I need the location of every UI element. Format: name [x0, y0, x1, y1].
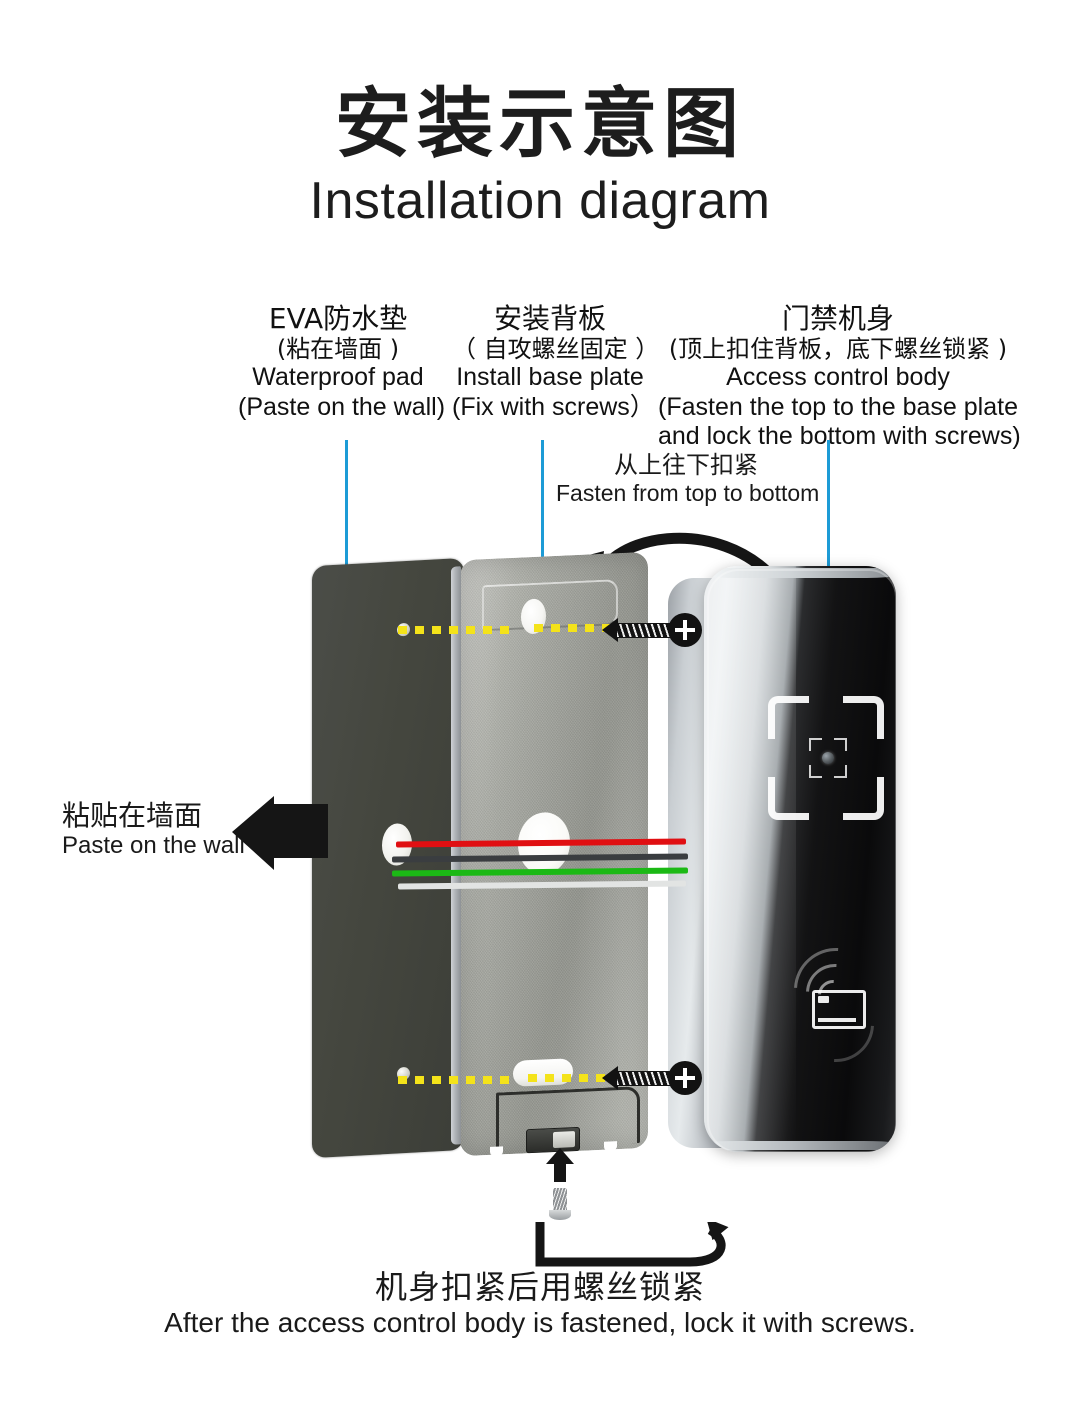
alignment-dash-bottom-right — [528, 1074, 666, 1082]
access-control-body: Access control body — [668, 566, 896, 1158]
camera-tick-bottom-right — [834, 765, 847, 778]
bottom-caption: 机身扣紧后用螺丝锁紧 After the access control body… — [0, 1268, 1080, 1340]
bottom-locking-screw-group: Locking screw — [486, 1148, 756, 1272]
screw-threads-top — [617, 624, 681, 637]
callout-body-en-1: Access control body — [726, 363, 950, 392]
callout-body-en-2: (Fasten the top to the base plate — [658, 392, 1018, 421]
callout-base-plate: 安装背板 （ 自攻螺丝固定 ） Install base plate (Fix … — [452, 302, 660, 422]
note-wall-en: Paste on the wall — [62, 831, 245, 859]
rfid-card-chip — [818, 996, 829, 1003]
qr-scanner-frame-icon — [768, 696, 884, 820]
callout-body-en-3: and lock the bottom with screws) — [658, 422, 1021, 451]
page-title-cn: 安装示意图 — [335, 79, 745, 168]
callout-pad-cn-sub: (粘在墙面 ) — [276, 335, 400, 364]
leader-line-plate — [541, 440, 544, 574]
screw-threads-bottom — [617, 1072, 681, 1085]
screw-shaft-top — [616, 623, 682, 638]
base-plate-label: Install base plate — [460, 560, 461, 561]
rfid-card-icon — [812, 990, 866, 1029]
note-fasten-en: Fasten from top to bottom — [556, 479, 820, 506]
device-front-panel — [704, 566, 896, 1152]
screw-head-bottom — [668, 1061, 702, 1095]
screw-phillips-v-bottom — [683, 1068, 687, 1088]
callout-plate-cn-main: 安装背板 — [493, 302, 606, 335]
self-tapping-screw-bottom-icon: Self-tapping screw — [602, 1061, 702, 1095]
up-arrow-icon — [546, 1148, 574, 1182]
screw-head-top — [668, 613, 702, 647]
camera-tick-top-left — [809, 738, 822, 751]
screw-arrow-bottom — [602, 1066, 618, 1090]
camera-icon — [809, 738, 847, 778]
camera-tick-bottom-left — [809, 765, 822, 778]
note-fasten-top-to-bottom: 从上往下扣紧 Fasten from top to bottom — [556, 451, 820, 506]
screw-arrow-top — [602, 618, 618, 642]
callout-pad-en-2: (Paste on the wall) — [238, 392, 446, 421]
page-title-en: Installation diagram — [309, 172, 771, 230]
callout-body-cn-sub: (顶上扣住背板，底下螺丝锁紧 ) — [668, 335, 1008, 364]
alignment-dash-top-left — [398, 626, 510, 634]
screw-shaft-bottom — [616, 1071, 682, 1086]
screw-bottom-label: Self-tapping screw — [602, 1061, 603, 1062]
screw-top-label: Self-tapping screw — [602, 613, 603, 614]
device-bezel-outline — [707, 569, 896, 1152]
caption-en: After the access control body is fastene… — [164, 1307, 916, 1339]
scanner-corner-bottom-right — [843, 777, 884, 820]
locking-screw-label: Locking screw — [549, 1188, 550, 1189]
device-glass-gloss — [704, 566, 796, 1152]
scanner-corner-bottom-left — [768, 777, 809, 820]
screw-path-hook-icon — [535, 1222, 729, 1267]
callout-plate-cn-sub: （ 自攻螺丝固定 ） — [452, 335, 660, 364]
callout-plate-en-1: Install base plate — [456, 363, 644, 392]
plate-screw-hole-bottom — [513, 1058, 573, 1087]
locking-screw-shaft — [553, 1188, 567, 1212]
leader-line-body — [827, 440, 830, 584]
note-paste-on-wall: 粘贴在墙面 Paste on the wall — [62, 800, 252, 859]
locking-screw-icon: Locking screw — [549, 1188, 571, 1220]
rfid-card-reader-icon — [776, 930, 896, 1078]
note-fasten-cn: 从上往下扣紧 — [614, 451, 758, 479]
callout-access-control-body: 门禁机身 (顶上扣住背板，底下螺丝锁紧 ) Access control bod… — [658, 302, 1021, 452]
alignment-dash-bottom-left — [398, 1076, 510, 1084]
leader-line-pad — [345, 440, 348, 580]
plate-latch-tab — [553, 1131, 575, 1149]
scanner-corner-top-left — [768, 696, 809, 739]
locking-screw-head — [549, 1210, 571, 1220]
self-tapping-screw-top-icon: Self-tapping screw — [602, 613, 702, 647]
left-block-arrow-icon — [232, 796, 328, 870]
camera-tick-top-right — [834, 738, 847, 751]
callout-plate-en-2: (Fix with screws） — [452, 392, 655, 421]
caption-cn: 机身扣紧后用螺丝锁紧 — [374, 1268, 705, 1306]
device-top-rim — [710, 568, 890, 578]
alignment-dash-top-right — [534, 624, 664, 632]
callout-pad-en-1: Waterproof pad — [252, 363, 424, 392]
callout-body-cn-main: 门禁机身 — [781, 302, 894, 335]
camera-lens-icon — [822, 752, 834, 764]
eva-pad-label: EVA waterproof pad — [312, 566, 313, 567]
rfid-card-stripe — [818, 1018, 856, 1022]
screw-phillips-v-top — [683, 620, 687, 640]
note-wall-cn: 粘贴在墙面 — [62, 799, 203, 832]
device-bottom-rim — [710, 1141, 890, 1150]
device-label: Access control body — [668, 566, 669, 567]
callout-pad-cn-main: EVA防水垫 — [268, 302, 408, 335]
scanner-corner-top-right — [843, 696, 884, 739]
callout-waterproof-pad: EVA防水垫 (粘在墙面 ) Waterproof pad (Paste on … — [238, 302, 446, 422]
